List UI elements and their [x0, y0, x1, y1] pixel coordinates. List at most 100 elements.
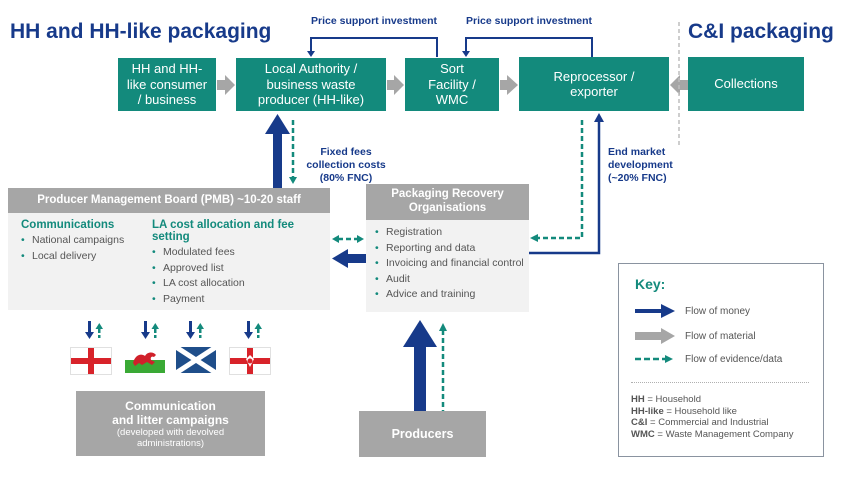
key-label: Flow of money — [685, 305, 751, 317]
campaigns-line2: and litter campaigns — [112, 412, 229, 427]
producers-box: Producers — [359, 411, 486, 457]
list-item: Payment — [152, 292, 330, 308]
wales-flag-icon — [125, 347, 165, 373]
local-authority-box: Local Authority / business waste produce… — [236, 58, 386, 111]
list-item: Modulated fees — [152, 245, 330, 261]
abbr-meaning: = Commercial and Industrial — [650, 417, 769, 428]
list-item: Invoicing and financial control — [375, 256, 524, 272]
evidence-arrow-producers-to-pro — [439, 323, 447, 411]
key-label: Flow of evidence/data — [685, 353, 783, 365]
list-item: Local delivery — [21, 249, 124, 265]
ci-packaging-title: C&I packaging — [688, 20, 834, 43]
abbreviations-list: HH = Household HH-like = Household like … — [631, 394, 794, 440]
sort-facility-box: Sort Facility / WMC — [405, 58, 499, 111]
pro-list: Registration Reporting and data Invoicin… — [375, 225, 524, 303]
evidence-arrow-icon — [635, 355, 673, 363]
scotland-flag — [174, 344, 218, 376]
la-cost-section: LA cost allocation and fee setting Modul… — [152, 219, 330, 307]
collections-label: Collections — [714, 76, 778, 92]
la-cost-heading: LA cost allocation and fee setting — [152, 219, 295, 243]
list-item: National campaigns — [21, 233, 124, 249]
material-arrow-icon — [635, 328, 675, 344]
pro-body: Registration Reporting and data Invoicin… — [366, 220, 529, 312]
money-arrow-pro-to-pmb — [332, 249, 366, 268]
material-arrow-sort-to-reprocessor — [500, 75, 518, 95]
campaigns-line4: administrations) — [136, 437, 205, 449]
abbr-meaning: = Waste Management Company — [657, 428, 794, 440]
end-market-label: End market development (~20% FNC) — [608, 146, 673, 185]
material-arrow-collections-to-reprocessor — [670, 75, 688, 95]
material-arrow-la-to-sort — [387, 75, 404, 95]
evidence-arrow-pmb-pro — [332, 235, 364, 243]
abbr-meaning: = Household like — [666, 405, 737, 417]
local-authority-label: Local Authority / business waste produce… — [257, 61, 365, 108]
list-item: Reporting and data — [375, 241, 524, 257]
money-arrow-pro-to-reprocessor — [529, 113, 604, 255]
list-item: LA cost allocation — [152, 276, 330, 292]
key-label: Flow of material — [685, 330, 756, 342]
communications-list: National campaigns Local delivery — [21, 233, 124, 264]
england-flag — [70, 347, 112, 375]
abbr-term: C&I — [631, 417, 648, 428]
collections-box: Collections — [688, 57, 804, 111]
list-item: Approved list — [152, 261, 330, 277]
abbr-term: WMC — [631, 428, 655, 440]
nation-arrows-northern-ireland — [244, 321, 262, 339]
money-arrow-producers-to-pro — [403, 320, 437, 411]
price-support-arrowhead-1 — [307, 51, 315, 57]
la-cost-list: Modulated fees Approved list LA cost all… — [152, 245, 330, 307]
key-panel: Key: Flow of money Flow of material Flow… — [618, 263, 824, 457]
abbreviation-item: HH = Household — [631, 394, 794, 406]
reprocessor-label: Reprocessor / exporter — [553, 68, 635, 100]
england-flag-icon — [71, 348, 111, 374]
end-market-line3: (~20% FNC) — [608, 172, 667, 184]
abbr-meaning: = Household — [647, 394, 701, 405]
sort-facility-label: Sort Facility / WMC — [428, 61, 476, 108]
price-support-line-2 — [465, 37, 593, 57]
nation-arrows-scotland — [186, 321, 204, 339]
key-item-evidence: Flow of evidence/data — [635, 353, 782, 365]
money-arrow-pmb-to-la — [265, 114, 290, 188]
list-item: Registration — [375, 225, 524, 241]
northern-ireland-flag — [229, 347, 271, 375]
pmb-body: Communications National campaigns Local … — [8, 213, 330, 310]
nation-arrows-england — [85, 321, 103, 339]
evidence-arrow-reprocessor-to-pro — [530, 120, 584, 242]
northern-ireland-flag-icon — [230, 348, 270, 374]
fixed-fees-label: Fixed fees collection costs (80% FNC) — [305, 146, 387, 185]
campaigns-line1: Communication — [125, 398, 216, 413]
key-item-money: Flow of money — [635, 304, 750, 318]
abbreviation-item: HH-like = Household like — [631, 406, 794, 418]
pro-panel: Packaging Recovery Organisations Registr… — [366, 184, 529, 312]
communications-heading: Communications — [21, 219, 115, 231]
money-arrow-icon — [635, 304, 675, 318]
communications-section: Communications National campaigns Local … — [21, 219, 124, 264]
pmb-panel: Producer Management Board (PMB) ~10-20 s… — [8, 188, 330, 310]
pmb-title: Producer Management Board (PMB) ~10-20 s… — [8, 188, 330, 213]
abbr-term: HH-like — [631, 405, 664, 417]
list-item: Audit — [375, 272, 524, 288]
consumer-box: HH and HH-like consumer / business — [118, 58, 216, 111]
abbr-term: HH — [631, 394, 645, 405]
abbreviation-item: C&I = Commercial and Industrial — [631, 417, 794, 429]
consumer-label: HH and HH-like consumer / business — [126, 61, 208, 108]
pro-title: Packaging Recovery Organisations — [366, 184, 529, 220]
hh-packaging-title: HH and HH-like packaging — [10, 20, 272, 43]
wales-flag — [125, 347, 165, 373]
abbreviation-item: WMC = Waste Management Company — [631, 429, 794, 441]
price-support-label-2: Price support investment — [466, 15, 593, 27]
material-arrow-consumer-to-la — [217, 75, 235, 95]
reprocessor-box: Reprocessor / exporter — [519, 57, 669, 111]
fixed-fees-line1: Fixed fees — [320, 146, 372, 158]
fixed-fees-line2: collection costs — [306, 159, 386, 171]
key-item-material: Flow of material — [635, 328, 756, 344]
price-support-line-1 — [310, 37, 438, 57]
pro-title-line2: Organisations — [408, 201, 487, 214]
nation-arrows-wales — [141, 321, 159, 339]
list-item: Advice and training — [375, 287, 524, 303]
producers-label: Producers — [391, 427, 454, 441]
pro-title-line1: Packaging Recovery — [391, 188, 504, 200]
price-support-arrowhead-2 — [462, 51, 470, 57]
fixed-fees-line3: (80% FNC) — [319, 172, 373, 184]
